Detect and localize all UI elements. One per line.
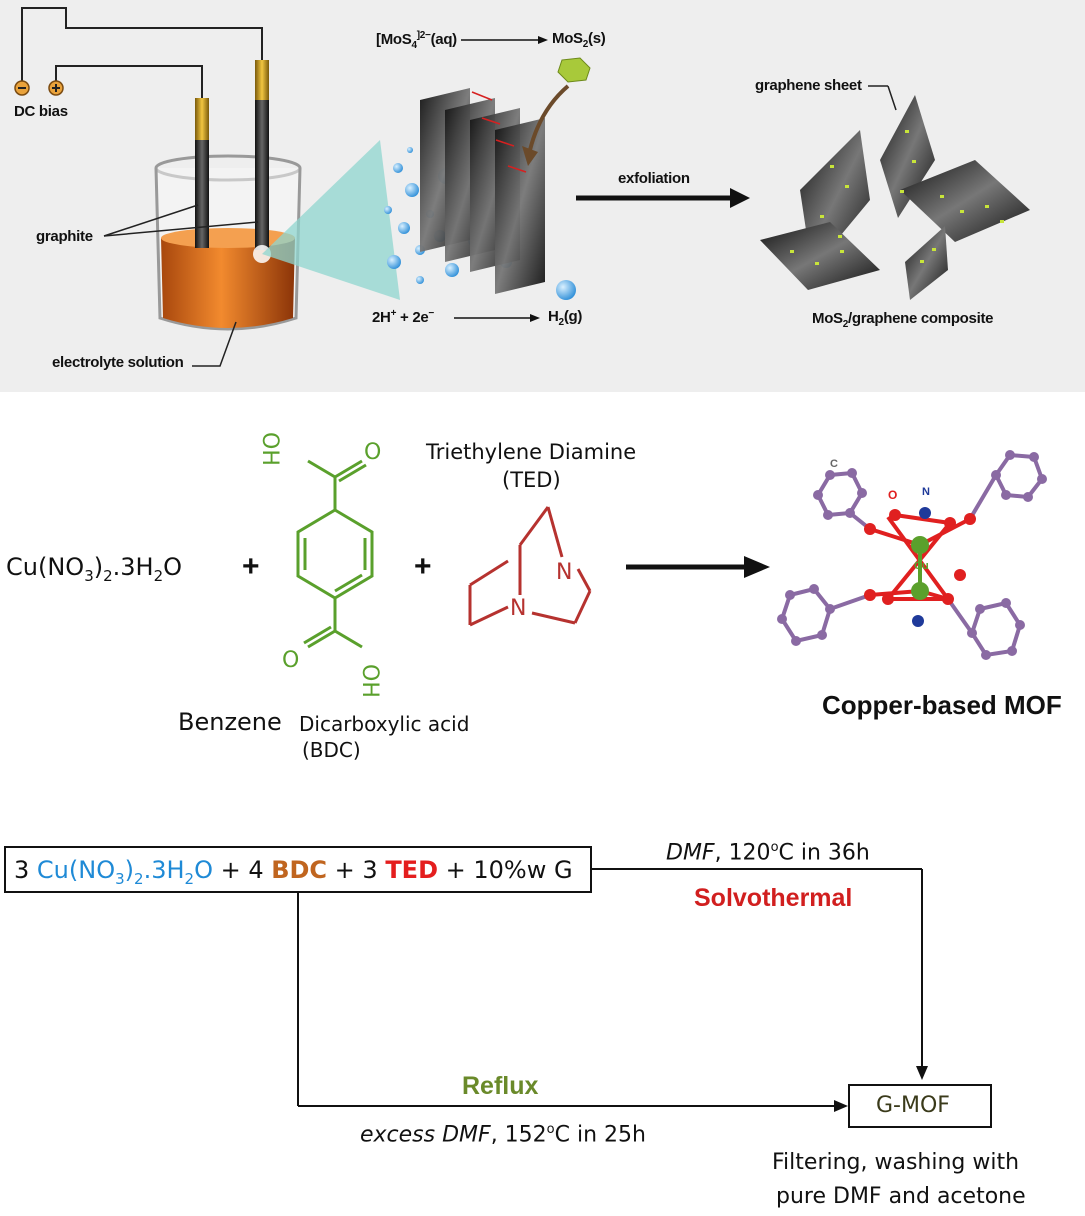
reaction-bottom-right: H2(g): [548, 308, 583, 328]
solvothermal-conditions: DMF, 120oC in 36h: [666, 840, 870, 866]
bdc-o-top: O: [364, 440, 382, 465]
graphite-label: graphite: [36, 228, 93, 245]
ted-structure: [468, 506, 592, 627]
composite-sheets: [760, 85, 1030, 300]
reflux-conditions: excess DMF, 152oC in 25h: [360, 1122, 646, 1148]
reaction-bottom-left: 2H+ + 2e−: [372, 308, 434, 326]
atom-n-label: N: [922, 486, 930, 498]
product-box: [848, 1084, 992, 1128]
bdc-structure: [296, 459, 374, 649]
reaction-top-right: MoS2(s): [552, 30, 606, 50]
mos2-particle-icon: [557, 57, 591, 83]
ted-abbr: (TED): [502, 468, 561, 492]
ted-name: Triethylene Diamine: [426, 440, 637, 464]
label-leaders: [103, 204, 259, 367]
graphene-sheet-label: graphene sheet: [755, 77, 862, 94]
plus-sign-1: +: [242, 550, 260, 583]
synthesis-routes: [297, 868, 928, 1112]
eq-ted: TED: [385, 856, 438, 884]
exfoliation-label: exfoliation: [618, 170, 690, 187]
ted-n-upper: N: [556, 560, 573, 585]
ted-n-lower: N: [510, 596, 527, 621]
atom-c-label: C: [830, 458, 838, 470]
copper-mof-structure: [777, 450, 1047, 660]
eq-bdc: BDC: [271, 856, 328, 884]
atom-cu-label: Cu: [914, 560, 929, 572]
graphite-electrode-right: [253, 60, 271, 263]
workup-note-line1: Filtering, washing with: [772, 1150, 1020, 1175]
mof-synthesis-scheme: [296, 450, 1047, 660]
minus-terminal-icon: [14, 80, 30, 96]
plus-sign-2: +: [414, 550, 432, 583]
bdc-oh-bottom: OH: [357, 664, 382, 698]
eq-copper: Cu(NO3)2.3H2O: [36, 856, 213, 888]
copper-nitrate-label: Cu(NO3)2.3H2O: [6, 553, 183, 585]
workup-note-line2: pure DMF and acetone: [776, 1184, 1026, 1209]
bdc-name-acid: Dicarboxylic acid: [299, 712, 470, 736]
circuit-wires: [21, 7, 263, 98]
plus-terminal-icon: [48, 80, 64, 96]
atom-o-label: O: [888, 488, 898, 502]
solvothermal-arrowhead: [916, 1066, 928, 1080]
reflux-arrowhead: [834, 1100, 848, 1112]
product-label: G-MOF: [876, 1093, 950, 1118]
solvothermal-label: Solvothermal: [694, 884, 853, 912]
curved-arrow-icon: [528, 84, 570, 151]
bdc-o-bottom: O: [282, 648, 300, 673]
mof-label: Copper-based MOF: [822, 690, 1062, 720]
bdc-name-benzene: Benzene: [178, 708, 282, 736]
bdc-oh-top: OH: [257, 432, 282, 466]
dc-bias-label: DC bias: [14, 103, 68, 120]
zoom-cone: [262, 140, 400, 300]
electrochemical-exfoliation-panel: DC bias graphite electrolyte solution [M…: [0, 0, 1085, 392]
graphite-electrode-left: [195, 98, 209, 248]
composite-label: MoS2/graphene composite: [812, 310, 994, 330]
reactant-equation: 3 Cu(NO3)2.3H2O + 4 BDC + 3 TED + 10%w G: [14, 856, 573, 888]
reaction-top-left: [MoS4]2−(aq): [376, 30, 457, 51]
reflux-label: Reflux: [462, 1072, 539, 1100]
exfoliation-illustration: [14, 7, 1030, 367]
electrolyte-label: electrolyte solution: [52, 354, 184, 371]
reactant-equation-box: [4, 846, 592, 893]
graphite-layers: [420, 88, 545, 294]
bdc-abbr: (BDC): [302, 738, 361, 762]
